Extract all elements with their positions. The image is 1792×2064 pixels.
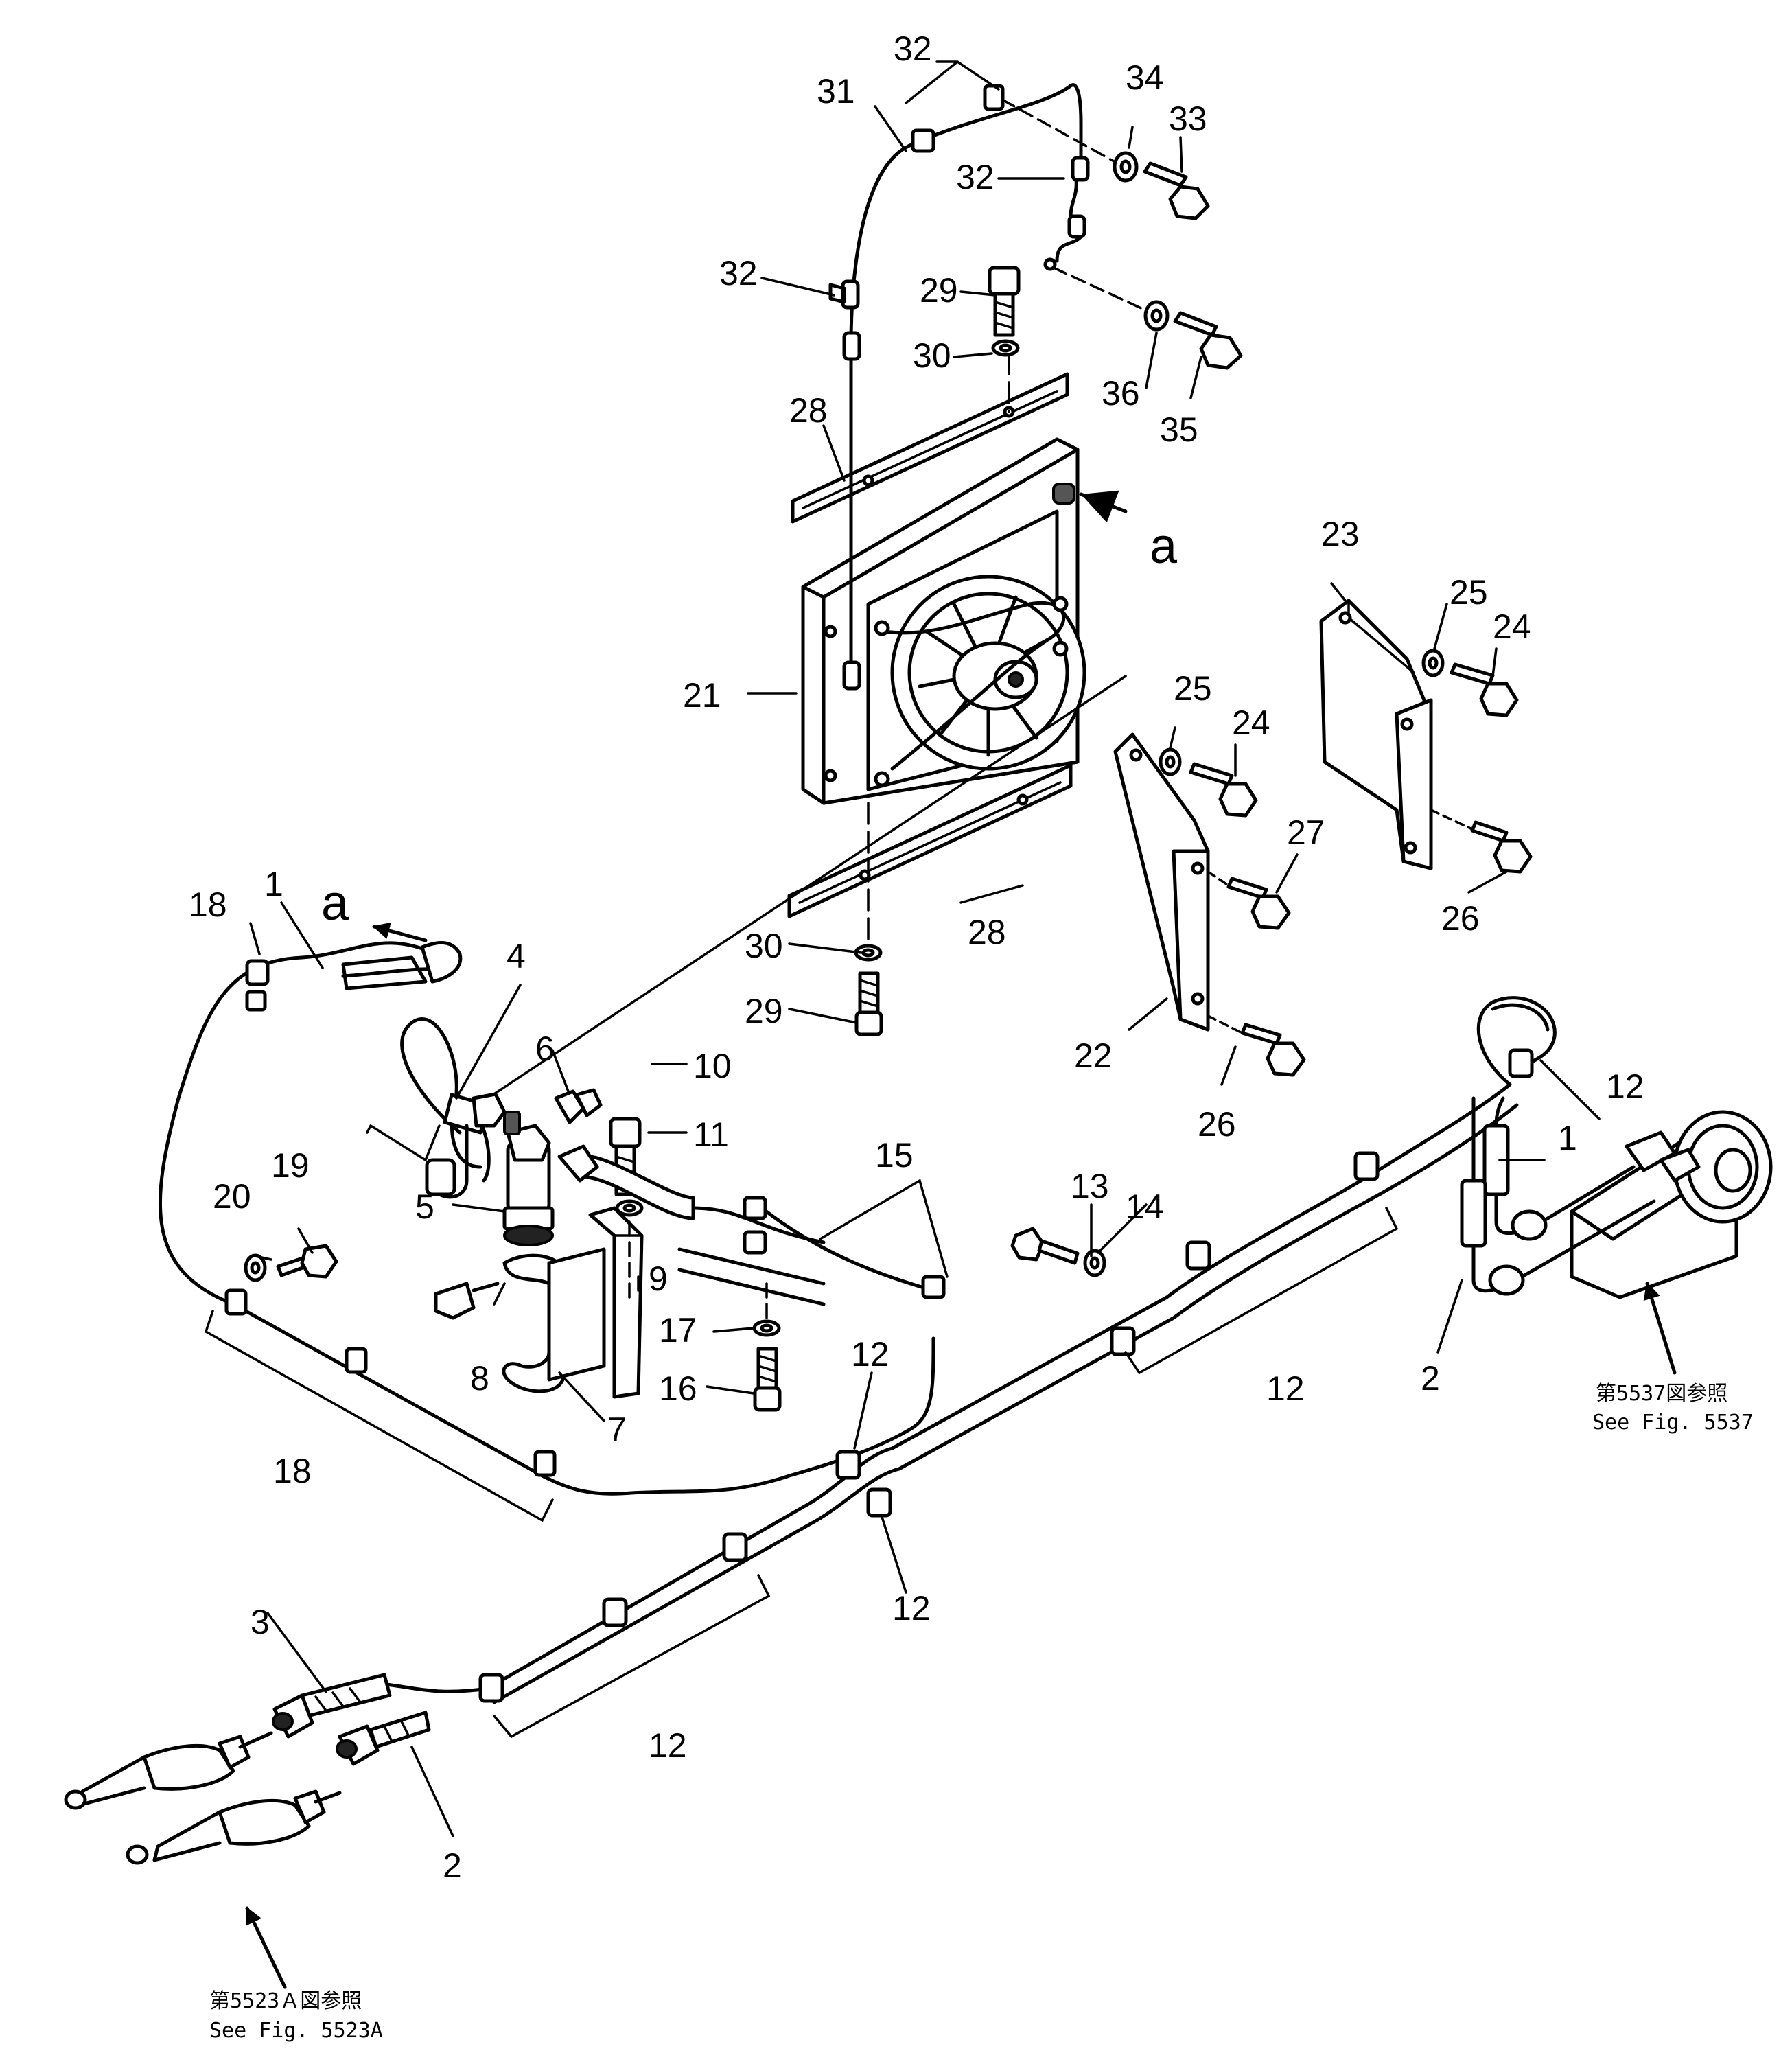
callout-2-right: 2 bbox=[1421, 1359, 1440, 1398]
callout-25-left: 25 bbox=[1174, 669, 1212, 708]
callout-10: 10 bbox=[693, 1047, 732, 1085]
side-cover-22 bbox=[1113, 732, 1210, 1032]
callout-24-right: 24 bbox=[1493, 607, 1531, 646]
callout-25-right: 25 bbox=[1450, 573, 1488, 612]
hose-18-lower bbox=[224, 1288, 935, 1496]
callout-12-right: 12 bbox=[1266, 1369, 1305, 1408]
lower-bracket bbox=[787, 763, 1073, 918]
callout-17: 17 bbox=[659, 1311, 697, 1349]
callout-15: 15 bbox=[875, 1136, 914, 1174]
callout-5: 5 bbox=[415, 1187, 434, 1226]
view-a-right: a bbox=[1150, 519, 1178, 574]
callout-31: 31 bbox=[817, 72, 855, 111]
bolt-13 bbox=[1010, 1227, 1106, 1277]
callout-18-top: 18 bbox=[189, 885, 227, 924]
callout-32-left: 32 bbox=[719, 254, 758, 292]
callout-7: 7 bbox=[607, 1411, 627, 1449]
callout-3: 3 bbox=[251, 1603, 270, 1641]
bolt-19 bbox=[244, 1244, 338, 1282]
callout-12-center-top: 12 bbox=[851, 1335, 889, 1373]
reference-left-en: See Fig. 5523A bbox=[209, 2019, 383, 2043]
side-cover-23 bbox=[1319, 599, 1433, 870]
callout-14: 14 bbox=[1126, 1187, 1164, 1226]
callout-23: 23 bbox=[1321, 515, 1360, 553]
callout-29-bottom: 29 bbox=[745, 992, 783, 1030]
callout-29-top: 29 bbox=[920, 271, 958, 310]
callout-33: 33 bbox=[1169, 100, 1207, 138]
callout-2-left: 2 bbox=[443, 1846, 462, 1885]
bolt-16 bbox=[752, 1282, 782, 1412]
callout-labels: 32 31 34 33 32 32 29 30 36 35 28 a 21 23… bbox=[189, 30, 1754, 2043]
thermostat-wire bbox=[828, 83, 1144, 691]
callout-16: 16 bbox=[659, 1369, 697, 1408]
bolt-29-bottom bbox=[854, 944, 883, 1036]
callout-1-right: 1 bbox=[1558, 1119, 1577, 1157]
callout-22: 22 bbox=[1074, 1036, 1113, 1075]
callout-18-bottom: 18 bbox=[273, 1452, 312, 1490]
hoses-right bbox=[1460, 1096, 1656, 1296]
hoses-left bbox=[64, 1673, 431, 1865]
callout-12-far-right: 12 bbox=[1606, 1067, 1644, 1106]
callout-28-bottom: 28 bbox=[968, 913, 1006, 951]
reference-right-jp: 第5537図参照 bbox=[1596, 1382, 1727, 1406]
hose-1-left bbox=[158, 940, 463, 1306]
hose-15 bbox=[557, 1144, 946, 1306]
callout-32-mid: 32 bbox=[956, 158, 994, 196]
callout-8: 8 bbox=[470, 1359, 489, 1398]
bracket-7 bbox=[434, 1247, 606, 1393]
bolt-29-top bbox=[988, 266, 1021, 357]
leader-lines bbox=[204, 60, 1601, 1837]
main-pipe-run bbox=[389, 996, 1557, 1704]
upper-bracket bbox=[791, 372, 1069, 524]
callout-28-top: 28 bbox=[789, 391, 828, 430]
callout-27: 27 bbox=[1287, 813, 1325, 852]
callout-12-left: 12 bbox=[649, 1726, 687, 1765]
callout-13: 13 bbox=[1071, 1167, 1109, 1205]
callout-26-right: 26 bbox=[1441, 899, 1480, 938]
callout-30-bottom: 30 bbox=[745, 927, 783, 965]
callout-26-left: 26 bbox=[1198, 1105, 1236, 1144]
view-a-left: a bbox=[321, 876, 349, 931]
condenser-assembly bbox=[801, 437, 1128, 805]
callout-19: 19 bbox=[271, 1146, 310, 1185]
callout-34: 34 bbox=[1126, 58, 1164, 97]
hose-4-and-receiver bbox=[400, 1017, 603, 1246]
callout-21: 21 bbox=[683, 676, 721, 715]
callout-11: 11 bbox=[693, 1115, 729, 1154]
reference-left-jp: 第5523Ａ図参照 bbox=[209, 1989, 362, 2013]
callout-12-center-bottom: 12 bbox=[892, 1589, 931, 1627]
callout-20: 20 bbox=[213, 1177, 251, 1216]
callout-9: 9 bbox=[649, 1260, 668, 1298]
callout-1-left: 1 bbox=[264, 865, 283, 903]
reference-right-en: See Fig. 5537 bbox=[1592, 1411, 1754, 1435]
callout-30-top: 30 bbox=[913, 336, 951, 375]
callout-32-top: 32 bbox=[894, 30, 932, 68]
callout-24-left: 24 bbox=[1232, 704, 1270, 742]
callout-35: 35 bbox=[1160, 410, 1198, 449]
callout-4: 4 bbox=[507, 937, 526, 975]
callout-6: 6 bbox=[535, 1030, 555, 1068]
bolt-33 bbox=[1113, 151, 1210, 220]
bolt-35 bbox=[1143, 300, 1243, 370]
compressor bbox=[1570, 1110, 1773, 1299]
fasteners-right bbox=[1159, 649, 1533, 1077]
callout-36: 36 bbox=[1102, 374, 1140, 413]
